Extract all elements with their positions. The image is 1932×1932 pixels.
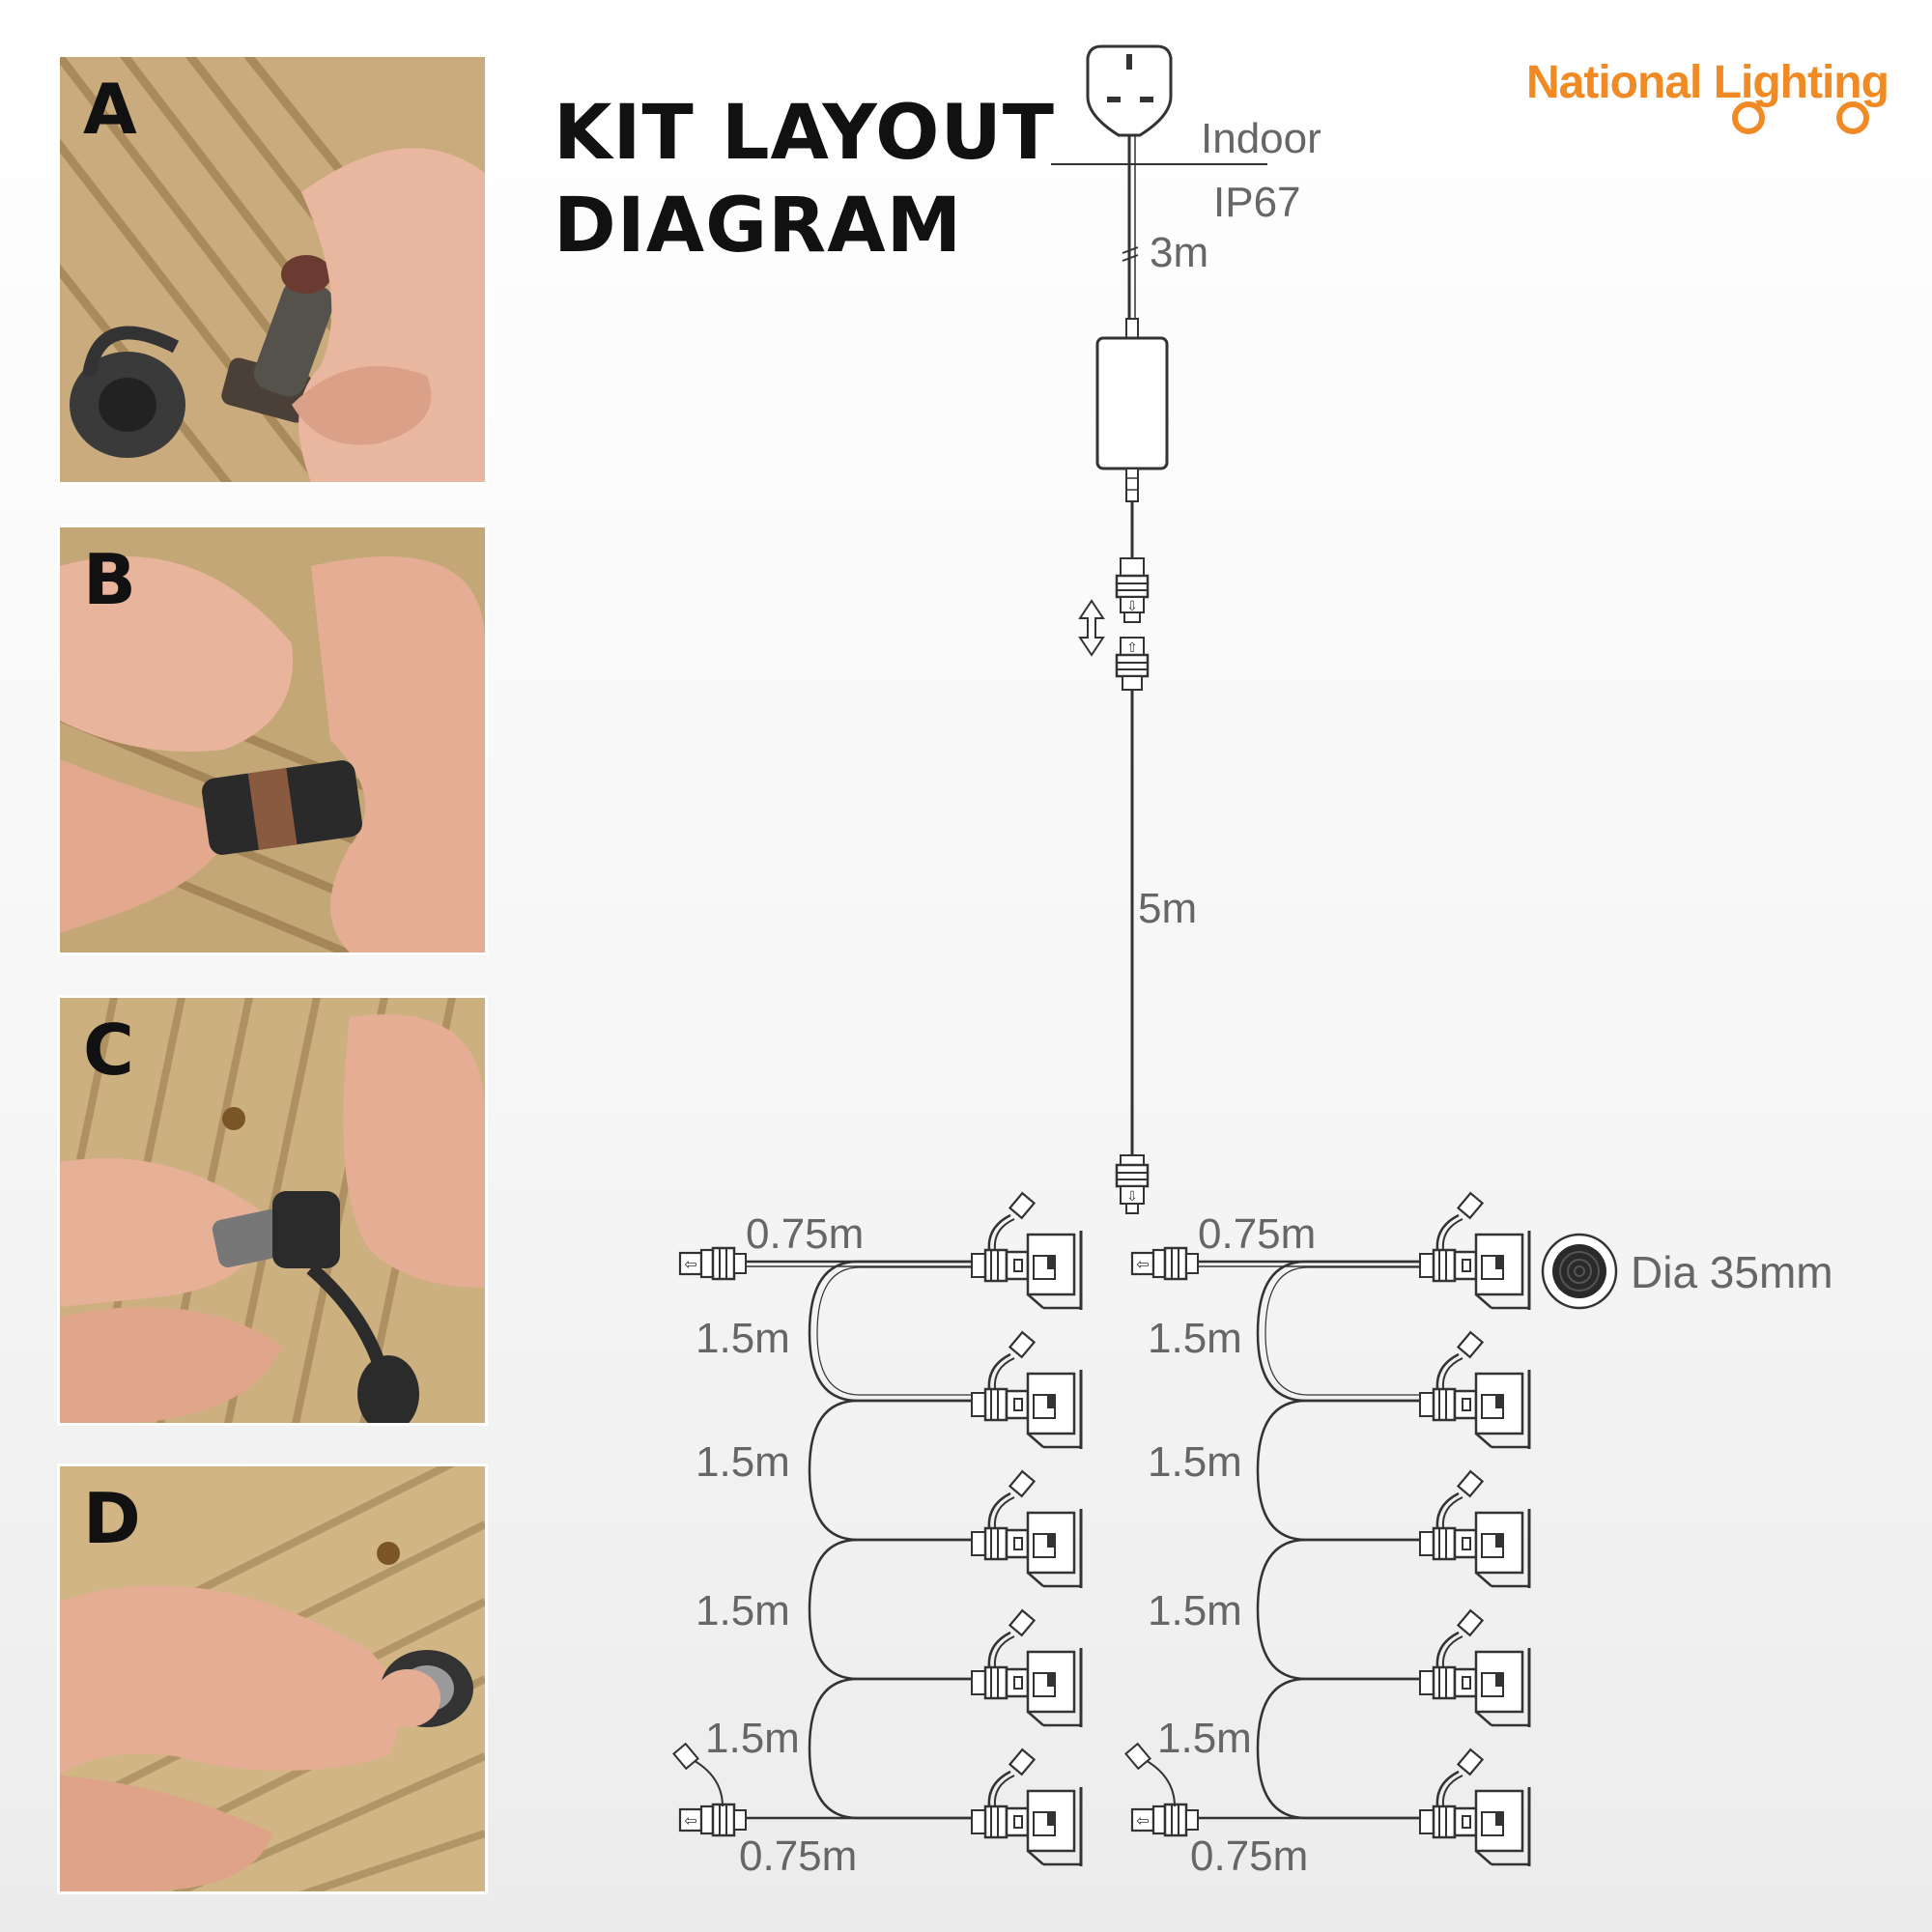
- panel-letter-c: C: [83, 1009, 134, 1091]
- page-title: KIT LAYOUT DIAGRAM: [554, 87, 1055, 272]
- decking-photo-d: [60, 1466, 485, 1891]
- indoor-label: Indoor: [1201, 115, 1321, 162]
- main-cable-length: 5m: [1138, 885, 1197, 932]
- svg-text:⇧: ⇧: [1126, 640, 1138, 656]
- decking-photo-c: [60, 998, 485, 1423]
- left-light-1: [970, 1191, 1083, 1312]
- left-link-2-length: 1.5m: [696, 1438, 790, 1486]
- right-link-1-length: 1.5m: [1148, 1315, 1242, 1362]
- bulb-icon: [1732, 101, 1869, 134]
- decking-photo-b: [60, 527, 485, 952]
- left-link-1-length: 1.5m: [696, 1315, 790, 1362]
- svg-text:⇩: ⇩: [1126, 1189, 1138, 1205]
- left-link-4-length: 1.5m: [705, 1715, 800, 1762]
- panel-letter-d: D: [83, 1478, 141, 1559]
- left-light-run: 0.75m 1.5m 1.5m 1.5m 1.5m 0.75m: [672, 1191, 1083, 1880]
- right-run-cable-loops: [1256, 1260, 1428, 1820]
- ip-rating-label: IP67: [1213, 179, 1301, 226]
- title-line-1: KIT LAYOUT: [554, 90, 1055, 177]
- step-d-photo: D: [57, 1463, 488, 1894]
- connector-pair: ⇩ ⇧: [1115, 557, 1150, 691]
- left-link-3-length: 1.5m: [696, 1587, 790, 1634]
- left-run-end-plug-top: [678, 1246, 748, 1281]
- svg-text:⇩: ⇩: [1126, 599, 1138, 614]
- right-run-end-plug-top: [1130, 1246, 1200, 1281]
- splitter-connector: ⇩: [1115, 1154, 1150, 1214]
- brand-name: National Lighting: [1526, 57, 1889, 108]
- plug-cable-length: 3m: [1150, 229, 1208, 276]
- left-light-3: [970, 1469, 1083, 1590]
- step-a-photo: A: [57, 54, 488, 485]
- right-light-5: [1418, 1747, 1531, 1868]
- left-light-4: [970, 1608, 1083, 1729]
- right-link-2-length: 1.5m: [1148, 1438, 1242, 1486]
- light-diameter-label: Dia 35mm: [1631, 1247, 1833, 1297]
- right-run-bottom-length: 0.75m: [1190, 1833, 1308, 1880]
- decking-photo-a: [60, 57, 485, 482]
- light-face-icon: [1541, 1233, 1618, 1310]
- title-line-2: DIAGRAM: [554, 183, 963, 270]
- left-light-2: [970, 1330, 1083, 1451]
- right-light-2: [1418, 1330, 1531, 1451]
- connect-arrow-icon: [1078, 599, 1105, 657]
- right-light-1: [1418, 1191, 1531, 1312]
- right-light-3: [1418, 1469, 1531, 1590]
- right-run-top-length: 0.75m: [1198, 1210, 1316, 1258]
- left-run-end-plug-bottom: [678, 1803, 748, 1837]
- left-run-top-length: 0.75m: [746, 1210, 864, 1258]
- panel-letter-a: A: [83, 69, 137, 150]
- power-driver: [1095, 336, 1169, 470]
- left-light-5: [970, 1747, 1083, 1868]
- step-b-photo: B: [57, 525, 488, 955]
- right-light-4: [1418, 1608, 1531, 1729]
- right-link-4-length: 1.5m: [1157, 1715, 1252, 1762]
- left-run-bottom-length: 0.75m: [739, 1833, 857, 1880]
- right-link-3-length: 1.5m: [1148, 1587, 1242, 1634]
- uk-plug-icon: [1086, 44, 1173, 137]
- step-c-photo: C: [57, 995, 488, 1426]
- right-run-end-plug-bottom: [1130, 1803, 1200, 1837]
- panel-letter-b: B: [83, 539, 136, 620]
- right-light-run: 0.75m 1.5m 1.5m 1.5m 1.5m 0.75m: [1124, 1191, 1531, 1880]
- brand-logo: National Lighting: [1526, 56, 1889, 109]
- left-run-cable-loops: [808, 1260, 980, 1820]
